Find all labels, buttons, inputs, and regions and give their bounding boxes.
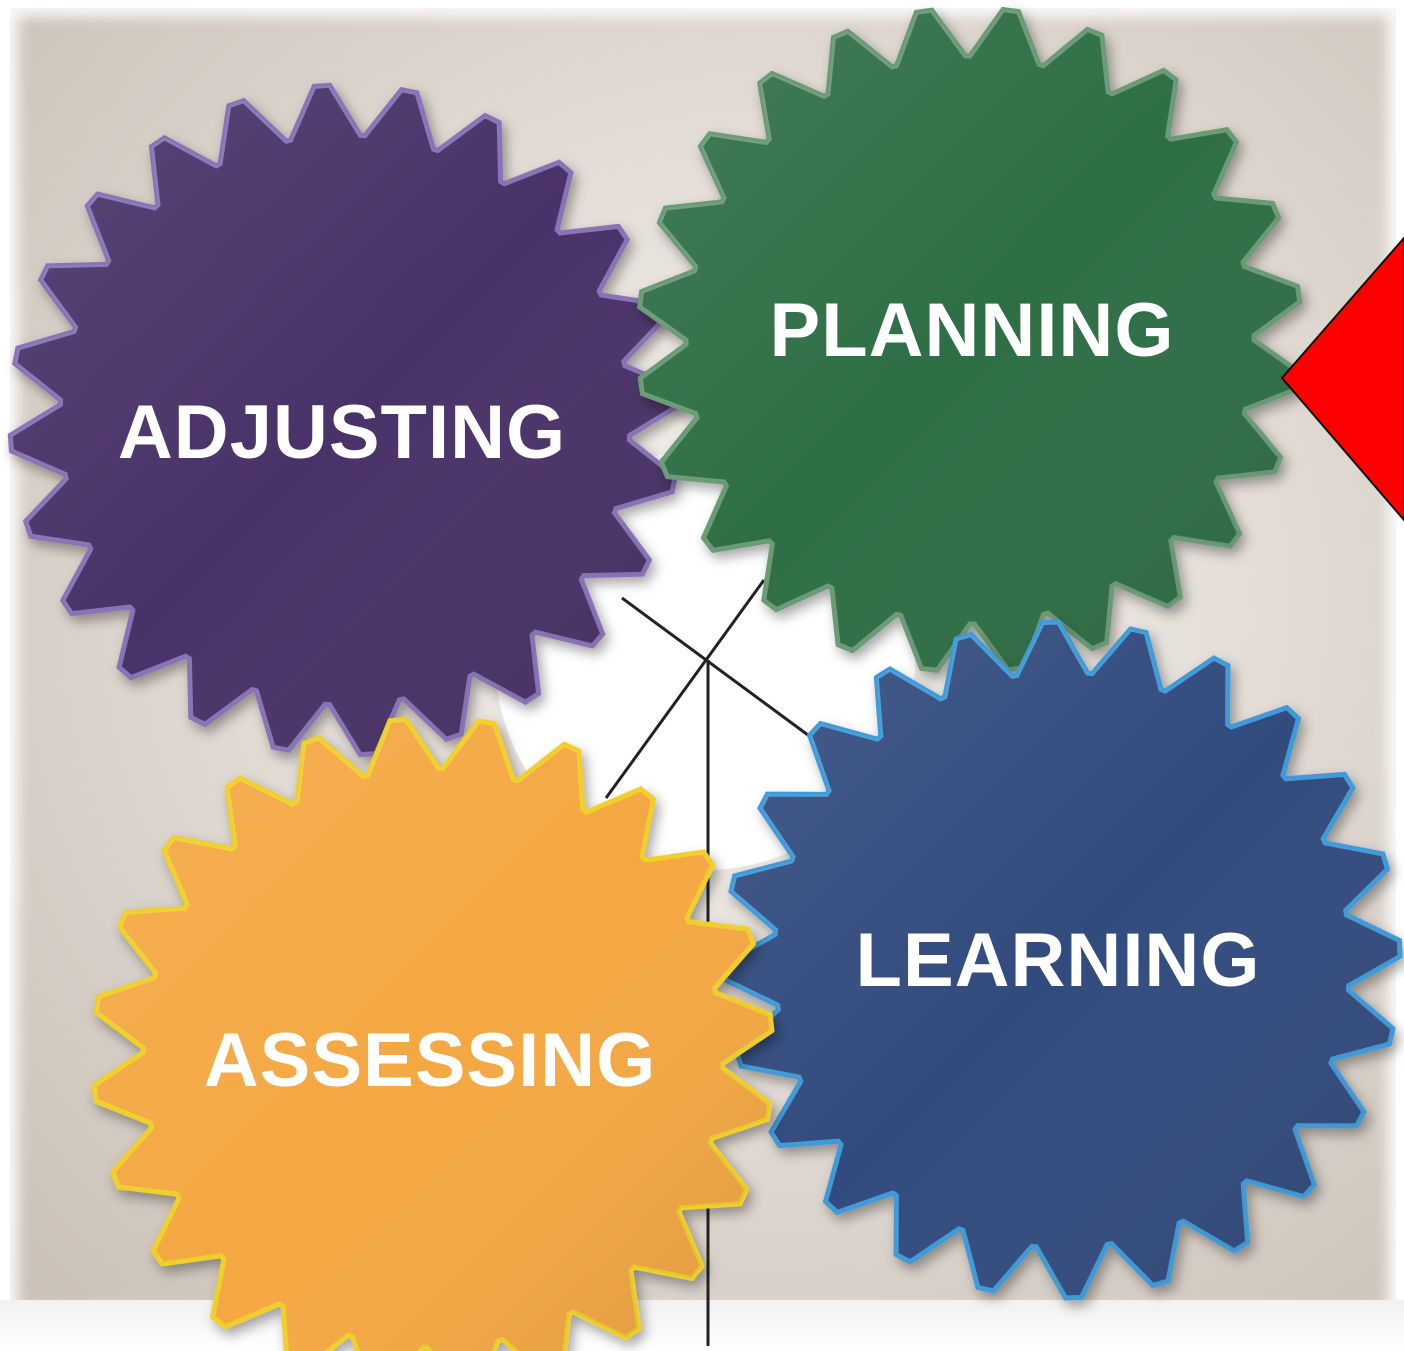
connector-line-diagonal-b (604, 579, 766, 799)
gear-adjusting-label: ADJUSTING (118, 390, 566, 475)
red-pointer-triangle (1280, 236, 1404, 522)
gear-assessing-sheen (94, 719, 772, 1351)
gear-learning: LEARNING (721, 619, 1403, 1301)
gear-learning-label: LEARNING (856, 918, 1261, 1003)
gear-assessing: ASSESSING (91, 716, 775, 1351)
gear-assessing-label: ASSESSING (204, 1018, 656, 1103)
gear-planning-label: PLANNING (770, 288, 1175, 373)
gear-learning-sheen (724, 622, 1400, 1298)
gear-adjusting: ADJUSTING (7, 82, 683, 758)
gear-adjusting-sheen (10, 85, 680, 755)
gear-planning-sheen (639, 9, 1301, 671)
connector-line-diagonal-a (621, 596, 813, 740)
gear-planning: PLANNING (636, 6, 1304, 674)
